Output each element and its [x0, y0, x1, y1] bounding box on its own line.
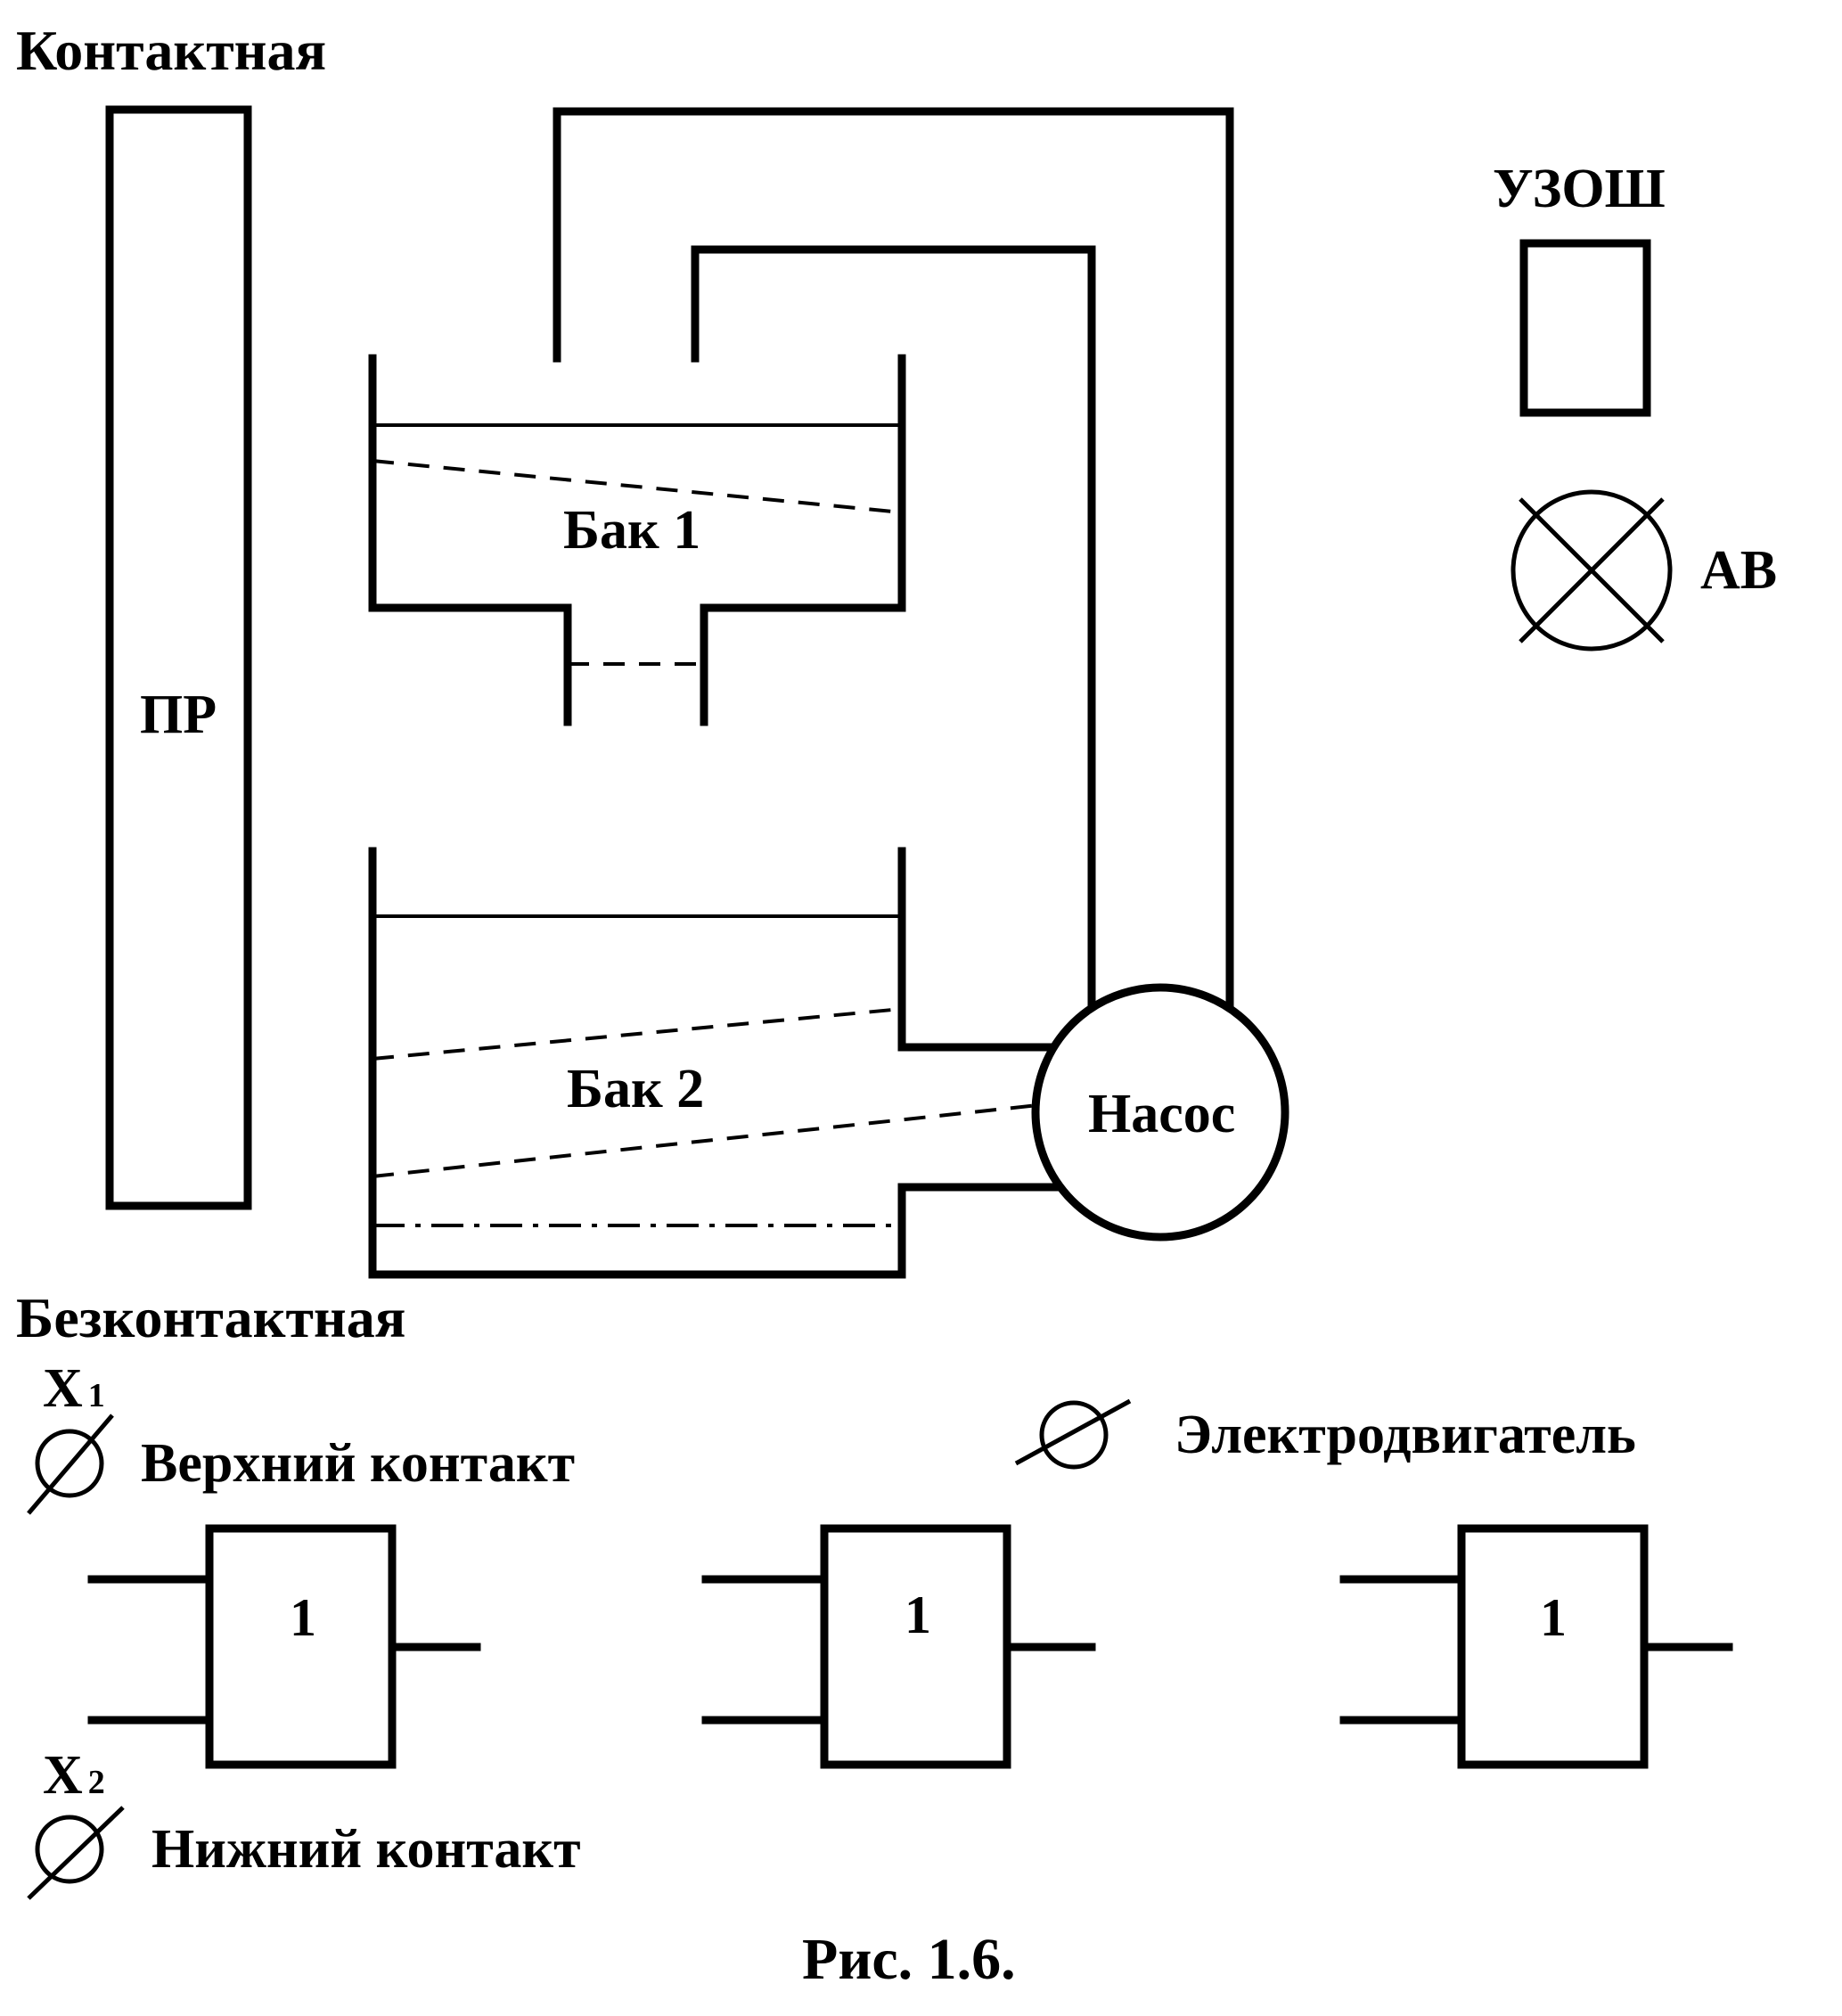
figure-caption: Рис. 1.6.: [802, 1927, 1016, 1992]
heading-contact: Контактная: [16, 19, 326, 82]
lamp-cross-2: [1519, 497, 1665, 643]
tank-2-dashed-level-2: [372, 1103, 1039, 1178]
tank-2-label: Бак 2: [567, 1059, 704, 1119]
pump-circle: [1031, 983, 1289, 1242]
pr-rect: [105, 105, 252, 1210]
pr-label: ПР: [140, 684, 217, 745]
gate-1-label: 1: [290, 1588, 316, 1647]
tank-1-wall-right: [700, 354, 906, 726]
pump: Насос: [1031, 983, 1289, 1242]
terminal-icon: [35, 1429, 104, 1498]
av-lamp: АВ: [1510, 489, 1777, 652]
motor-terminal: Электродвигатель: [1014, 1398, 1636, 1470]
av-label: АВ: [1700, 540, 1777, 601]
gate-2: 1: [701, 1524, 1096, 1769]
inner-pipe: [691, 245, 1096, 1018]
gate-3: 1: [1339, 1524, 1733, 1769]
terminal-slash: [27, 1414, 114, 1515]
terminal-slash: [27, 1806, 125, 1900]
uzosh-label: УЗОШ: [1493, 159, 1666, 219]
tank-2: Бак 2: [368, 847, 1062, 1279]
tank-1-dashed-level: [372, 459, 903, 514]
lower-contact-label: Нижний контакт: [151, 1819, 581, 1880]
gate-2-label: 1: [905, 1586, 931, 1644]
uzosh-block: УЗОШ: [1493, 159, 1666, 417]
tank-1-label: Бак 1: [563, 500, 700, 561]
terminal-slash: [1014, 1398, 1132, 1466]
tank-1: Бак 1: [368, 354, 906, 726]
terminal-icon: [1039, 1400, 1109, 1470]
outer-pipe: [553, 107, 1234, 1018]
lamp-icon: [1510, 489, 1673, 652]
gate-2-body: [820, 1524, 1011, 1769]
pr-block: ПР: [105, 105, 252, 1210]
tank-2-dashed-level-1: [372, 1007, 903, 1061]
tank-1-wall: [368, 354, 572, 726]
uzosh-rect: [1519, 239, 1651, 417]
motor-label: Электродвигатель: [1175, 1405, 1636, 1465]
pump-label: Насос: [1088, 1084, 1235, 1144]
tank-2-wall-right: [897, 847, 1062, 1052]
tank-2-wall: [368, 847, 1062, 1279]
gate-1: 1: [87, 1524, 481, 1769]
gate-3-label: 1: [1540, 1588, 1567, 1647]
terminal-icon: [35, 1815, 104, 1884]
upper-contact-label: Верхний контакт: [141, 1433, 575, 1494]
heading-contactless: Безконтактная: [16, 1286, 405, 1349]
